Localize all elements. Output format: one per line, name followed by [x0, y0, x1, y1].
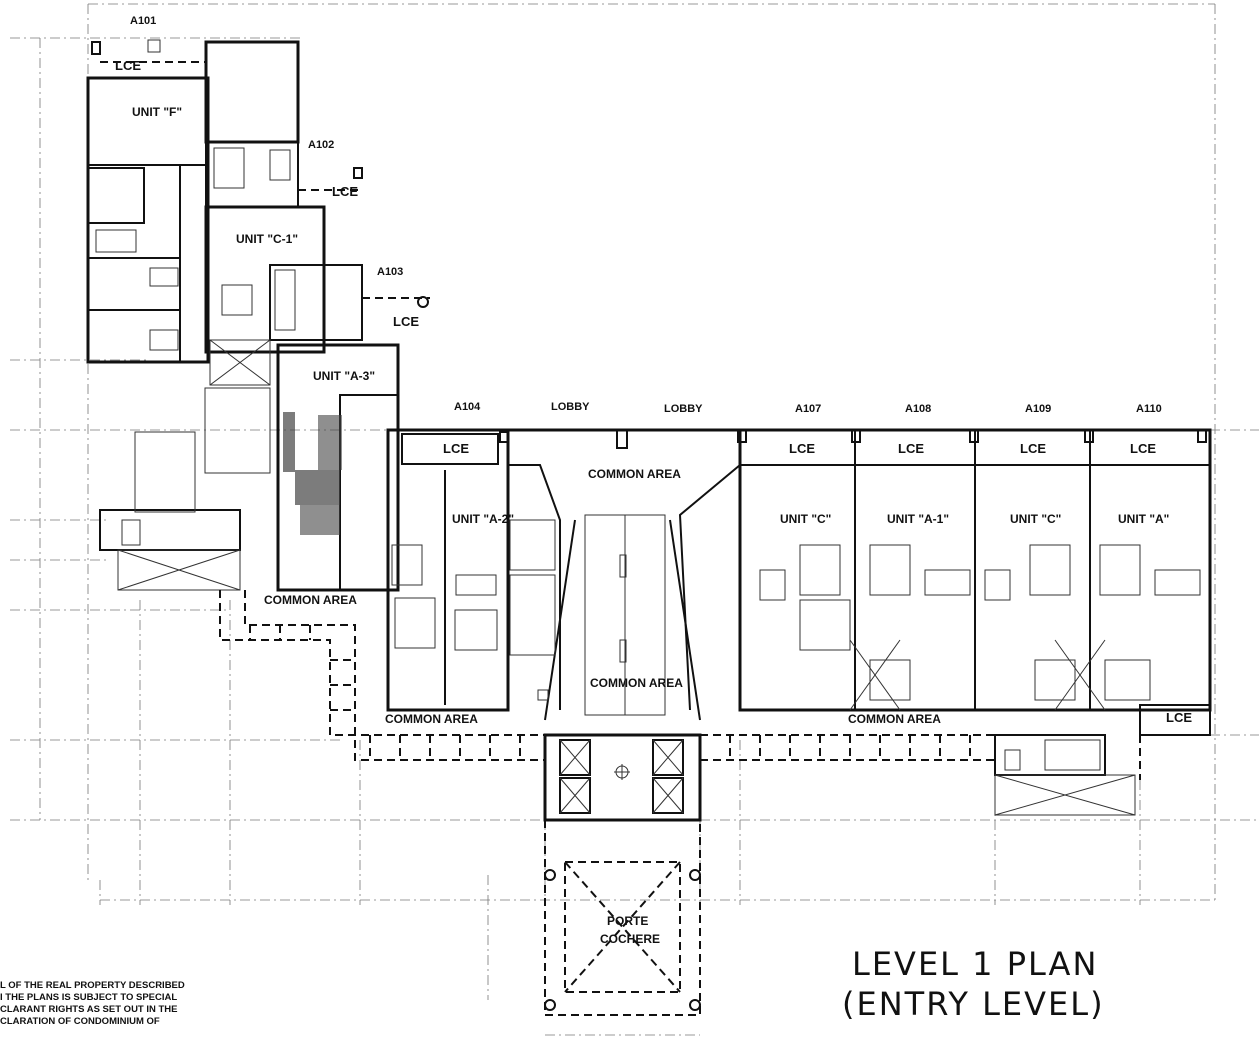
right-annex-walls [994, 734, 1136, 816]
right-wing-walls [737, 428, 1212, 736]
porte-label: PORTE [607, 914, 648, 928]
elevator-core [543, 733, 702, 822]
unit-type-a1: UNIT "A-1" [887, 512, 949, 526]
unit-type-c-a109: UNIT "C" [1010, 512, 1061, 526]
unit-type-a3: UNIT "A-3" [313, 369, 375, 383]
legal-note-line: L OF THE REAL PROPERTY DESCRIBED [0, 980, 185, 991]
unit-type-a2: UNIT "A-2" [452, 512, 514, 526]
lobby-label-2: LOBBY [664, 403, 703, 415]
common-area-mid: COMMON AREA [590, 676, 683, 690]
lobby-label-1: LOBBY [551, 401, 590, 413]
legal-note-line: CLARANT RIGHTS AS SET OUT IN THE [0, 1004, 178, 1015]
unit-label-a109: A109 [1025, 403, 1051, 415]
unit-label-a103: A103 [377, 266, 403, 278]
unit-a2-walls [386, 428, 510, 712]
common-area-left: COMMON AREA [264, 593, 357, 607]
porte-cochere [544, 820, 701, 1016]
unit-label-a102: A102 [308, 139, 334, 151]
plan-title-line1: LEVEL 1 PLAN [852, 945, 1098, 983]
legal-note-line: I THE PLANS IS SUBJECT TO SPECIAL [0, 992, 178, 1003]
unit-label-a110: A110 [1136, 403, 1162, 415]
legal-note-line: CLARATION OF CONDOMINIUM OF [0, 1016, 160, 1027]
unit-label-a107: A107 [795, 403, 821, 415]
lce-label-a108: LCE [898, 441, 924, 456]
lce-label-a107: LCE [789, 441, 815, 456]
left-annex-walls [99, 431, 241, 591]
lce-label-a101: LCE [115, 58, 141, 73]
balcony-dashed-outline [219, 590, 1141, 780]
dimension-grid [10, 3, 1259, 1036]
unit-type-c1: UNIT "C-1" [236, 232, 298, 246]
unit-a3-walls [204, 339, 400, 592]
lce-label-a103: LCE [393, 314, 419, 329]
unit-type-a-a110: UNIT "A" [1118, 512, 1169, 526]
lce-label-a102: LCE [332, 184, 358, 199]
unit-label-a104: A104 [454, 401, 481, 413]
lce-label-lower-right: LCE [1166, 710, 1192, 725]
unit-type-c-a107: UNIT "C" [780, 512, 831, 526]
common-area-bottom-left: COMMON AREA [385, 712, 478, 726]
lce-label-a110: LCE [1130, 441, 1156, 456]
lce-label-a109: LCE [1020, 441, 1046, 456]
cochere-label: COCHERE [600, 932, 660, 946]
left-wing-walls [86, 39, 430, 364]
unit-type-f: UNIT "F" [132, 105, 182, 119]
central-common-walls [508, 428, 741, 721]
plan-title-line2: (ENTRY LEVEL) [842, 985, 1105, 1023]
unit-label-a108: A108 [905, 403, 931, 415]
common-area-top: COMMON AREA [588, 467, 681, 481]
common-area-bottom-right: COMMON AREA [848, 712, 941, 726]
legal-note: L OF THE REAL PROPERTY DESCRIBED I THE P… [0, 980, 220, 1028]
lce-label-a104: LCE [443, 441, 469, 456]
unit-label-a101: A101 [130, 15, 156, 27]
